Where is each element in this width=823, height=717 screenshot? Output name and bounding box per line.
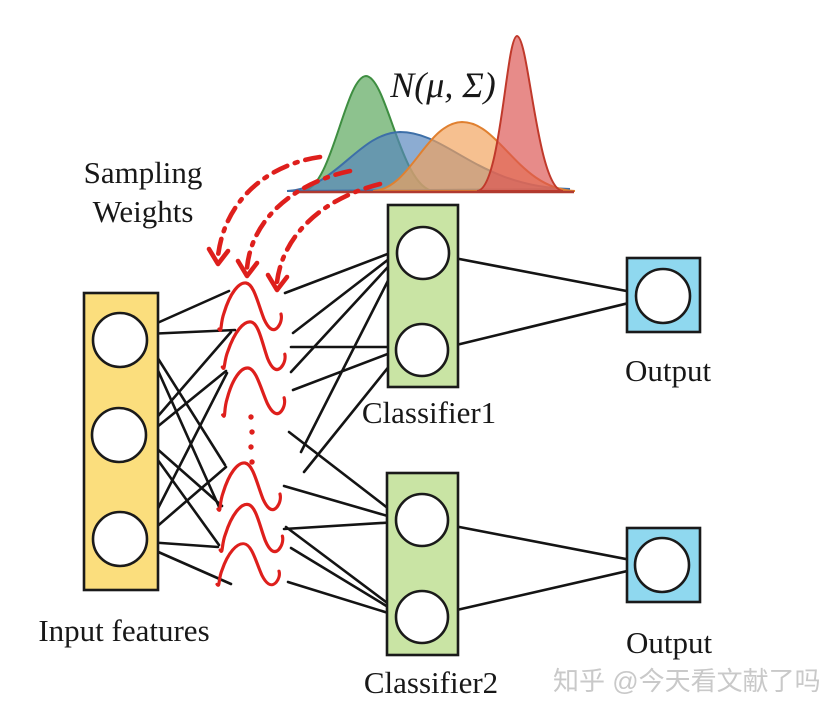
output2-neuron (633, 536, 691, 594)
sampling-arrows (206, 154, 383, 293)
connection-line (283, 248, 400, 295)
sampling-arrowhead (265, 272, 290, 293)
input-features-group: Input features (38, 291, 210, 648)
classifier1-neuron (395, 225, 451, 281)
connection-line (302, 352, 401, 474)
sampling-arrow-curve (244, 168, 353, 271)
ellipsis-dot (248, 444, 254, 450)
connection-line (145, 438, 224, 508)
connection-line (282, 520, 400, 531)
output2-label: Output (626, 625, 713, 660)
ellipsis-dot (248, 414, 254, 420)
connection-line (447, 523, 638, 563)
ellipsis-dot (249, 459, 255, 465)
connection-line (299, 257, 401, 454)
connection-line (286, 580, 400, 618)
input-neuron (91, 510, 149, 568)
connection-line (291, 250, 400, 335)
connection-lines (144, 248, 639, 618)
gaussian-curve-red (476, 34, 564, 192)
connection-line (144, 330, 233, 432)
gaussian-distributions-plot: N(μ, Σ) (286, 34, 576, 194)
weight-curve (218, 502, 285, 555)
connection-line (446, 567, 638, 614)
classifier1-label: Classifier1 (362, 395, 496, 430)
output1-label: Output (625, 353, 712, 388)
classifier2-neuron (394, 589, 450, 645)
connection-line (144, 465, 228, 538)
output2-group: Output (625, 526, 713, 660)
input-neuron (91, 311, 149, 369)
sampling-arrow-curve (274, 181, 383, 285)
classifier2-label: Classifier2 (364, 665, 498, 700)
output1-neuron (634, 267, 692, 325)
connection-line (446, 299, 639, 349)
connection-line (289, 253, 401, 374)
connection-line (144, 369, 228, 438)
watermark-text: 知乎 @今天看文献了吗 (553, 666, 821, 696)
connection-line (282, 484, 400, 521)
sampling-label-line1: Sampling (84, 155, 203, 190)
connection-line (145, 545, 233, 586)
connection-line (284, 525, 400, 613)
classifier2-group: Classifier2 (364, 471, 498, 700)
connection-line (289, 546, 400, 615)
sampling-weights-label: Sampling Weights (84, 155, 203, 229)
input-neuron (90, 406, 148, 464)
connection-line (287, 430, 400, 518)
output1-group: Output (625, 256, 712, 388)
gaussian-label: N(μ, Σ) (389, 65, 495, 105)
ellipsis-dot (249, 429, 255, 435)
connection-line (144, 371, 229, 534)
sampling-arrow-curve (215, 154, 323, 259)
sampling-label-line2: Weights (93, 194, 194, 229)
weight-curve (219, 365, 287, 418)
ellipsis-dots (248, 414, 255, 465)
classifier2-neuron (394, 492, 450, 548)
input-features-label: Input features (38, 613, 209, 648)
connection-line (144, 289, 231, 330)
sampling-arrowhead (206, 246, 231, 267)
connection-line (291, 348, 400, 392)
classifier1-group: Classifier1 (362, 203, 496, 430)
connection-line (447, 255, 639, 295)
classifier1-neuron (394, 322, 450, 378)
sampling-arrowhead (235, 258, 260, 279)
